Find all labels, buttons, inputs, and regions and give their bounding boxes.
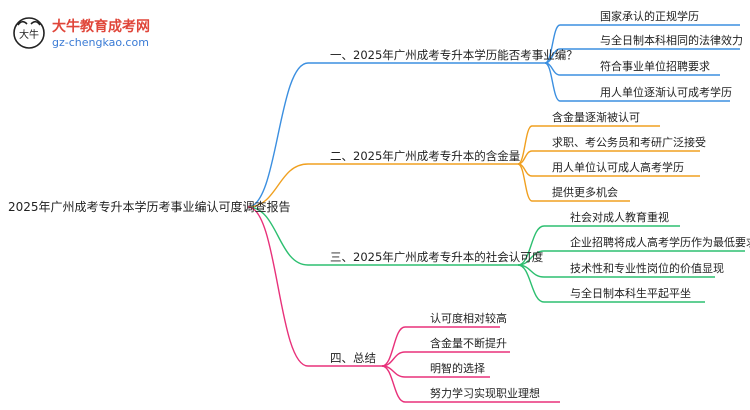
branch-4-item: 明智的选择 <box>430 362 485 375</box>
branch-connector <box>247 206 309 367</box>
leaf-connector <box>381 326 406 367</box>
leaf-connector <box>381 365 406 403</box>
leaf-connector <box>517 163 533 202</box>
leaf-connector <box>544 62 561 102</box>
branch-1-item: 与全日制本科相同的法律效力 <box>600 34 743 47</box>
root-topic: 2025年广州成考专升本学历考事业编认可度调查报告 <box>8 200 291 214</box>
branch-1-item: 符合事业单位招聘要求 <box>600 60 710 73</box>
branch-3-item: 社会对成人教育重视 <box>570 211 669 224</box>
branch-connector <box>247 206 309 266</box>
leaf-connector <box>517 264 545 303</box>
leaf-connector <box>517 125 533 165</box>
leaf-connector <box>517 225 545 266</box>
branch-3-label: 三、2025年广州成考专升本的社会认可度 <box>330 250 544 264</box>
logo-name: 大牛教育成考网 <box>52 19 150 35</box>
branch-4-item: 努力学习实现职业理想 <box>430 387 540 400</box>
branch-1-item: 国家承认的正规学历 <box>600 10 699 23</box>
branch-2-item: 含金量逐渐被认可 <box>552 111 640 124</box>
branch-1-label: 一、2025年广州成考专升本学历能否考事业编？ <box>330 48 578 62</box>
branch-2-item: 用人单位认可成人高考学历 <box>552 161 684 174</box>
branch-2-label: 二、2025年广州成考专升本的含金量 <box>330 149 521 163</box>
branch-connector <box>247 62 309 208</box>
bull-logo-icon: 大牛 <box>13 17 45 49</box>
branch-4-item: 认可度相对较高 <box>430 312 507 325</box>
branch-2-item: 求职、考公务员和考研广泛接受 <box>552 136 706 149</box>
branch-3-item: 技术性和专业性岗位的价值显现 <box>570 262 724 275</box>
logo-mark-text: 大牛 <box>19 28 39 41</box>
branch-3-item: 与全日制本科生平起平坐 <box>570 287 691 300</box>
branch-2-item: 提供更多机会 <box>552 186 618 199</box>
branch-1-item: 用人单位逐渐认可成考学历 <box>600 86 732 99</box>
branch-connector <box>247 163 309 208</box>
branch-4-label: 四、总结 <box>330 351 376 365</box>
branch-3-item: 企业招聘将成人高考学历作为最低要求 <box>570 236 750 249</box>
site-logo: 大牛 大牛教育成考网 gz-chengkao.com <box>6 14 176 54</box>
branch-4-item: 含金量不断提升 <box>430 337 507 350</box>
logo-url: gz-chengkao.com <box>52 36 149 49</box>
